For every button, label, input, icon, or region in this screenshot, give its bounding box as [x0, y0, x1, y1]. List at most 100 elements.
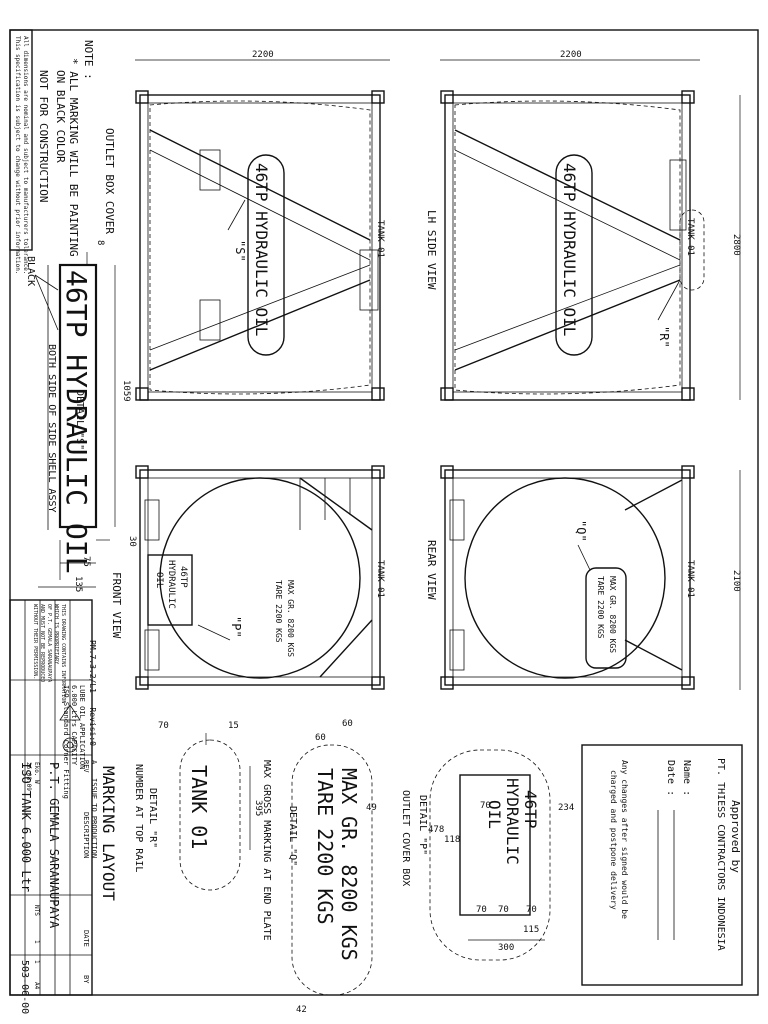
fitting-text: ISO Standard Corner Fitting	[62, 685, 70, 799]
callout-q-leader	[577, 544, 591, 571]
detail-s-label-text: 46TP HYDRAULIC OIL	[60, 270, 93, 573]
approval-box: Approved by PT. THIESS CONTRACTORS INDON…	[581, 744, 743, 986]
left-corner-fitting-tr	[371, 90, 385, 104]
paper-size: A4	[33, 982, 40, 990]
detail-r-group: TANK 01 70 15 395 DETAIL "R" NUMBER AT T…	[133, 721, 263, 891]
right-diagonal-brace-2	[454, 279, 681, 371]
approval-note-line2: charged and postpone delivery	[609, 770, 618, 910]
dim-300: 300	[498, 943, 514, 953]
capacity-text: 6.000 Ltrs CAPACITY	[70, 685, 78, 766]
left-frame-outer	[139, 94, 381, 401]
callout-s: "S"	[233, 240, 247, 262]
rear-lower-brace	[624, 639, 683, 671]
rear-pad-1	[449, 499, 465, 541]
dim-70-p-3: 70	[526, 905, 537, 915]
outlet-box-cover-title: OUTLET BOX COVER	[103, 128, 116, 234]
dim-2200-left: 2200	[252, 50, 274, 60]
issue-text: ISSUE TO PRODUCTION	[90, 778, 98, 858]
right-hydraulic-label-box	[555, 154, 593, 356]
note-marking-line2: ON BLACK COLOR	[54, 70, 67, 163]
right-corner-fitting-tl	[440, 90, 454, 104]
callout-r: "R"	[657, 326, 671, 348]
note-marking-line1: * ALL MARKING WILL BE PAINTING	[67, 58, 80, 257]
rev-a: A	[90, 760, 98, 765]
left-tank-label: TANK 01	[375, 220, 385, 258]
right-corner-fitting-br	[681, 387, 695, 401]
left-corner-fitting-br	[371, 387, 385, 401]
right-outlet-box	[669, 159, 687, 231]
left-pad-2	[199, 299, 221, 341]
date-header: DATE	[82, 930, 90, 947]
left-corner-fitting-bl	[135, 387, 149, 401]
dim-1059: 1059	[121, 380, 131, 402]
spec-note-line1: This specification is subject to change …	[14, 36, 21, 274]
right-diagonal-brace-2b	[454, 264, 681, 351]
right-frame-inner	[452, 102, 683, 393]
approval-note-line1: Any changes after signed would be	[620, 760, 629, 919]
right-frame-outer	[444, 94, 691, 401]
rear-corner-bl	[440, 676, 454, 690]
right-tank-label: TANK 01	[685, 218, 695, 256]
front-tank-circle	[159, 477, 361, 679]
dim-49: 49	[366, 803, 377, 813]
front-corner-tl	[135, 465, 149, 479]
notes-heading: NOTE :	[82, 40, 95, 80]
rear-gross-label-box	[585, 567, 627, 669]
right-diagonal-brace-1	[454, 129, 681, 241]
drawing-title: MARKING LAYOUT	[99, 766, 118, 901]
detail-p-cover-box	[459, 774, 531, 916]
front-max-gr: MAX GR. 8200 KGS	[286, 580, 295, 657]
right-tank-label-oval	[679, 209, 705, 291]
confidential-line2: WHICH IS PROPRIETARY	[53, 604, 59, 664]
spec-note-box	[9, 29, 33, 251]
approval-frame	[581, 744, 743, 986]
title-block-frame	[9, 599, 93, 996]
front-tare: TARE 2200 KGS	[274, 580, 283, 643]
front-corner-tr	[371, 465, 385, 479]
rear-tank-circle	[464, 477, 666, 679]
left-diagonal-brace-2	[149, 279, 371, 371]
rear-corner-br	[681, 676, 695, 690]
sheet-border	[9, 29, 759, 996]
dim-8: 8	[95, 240, 105, 245]
dim-478: 478	[428, 825, 444, 835]
drawn-date: 26.08.09	[25, 762, 32, 791]
front-ladder-rail-1	[299, 477, 373, 531]
detail-q-tare: TARE 2200 KGS	[313, 768, 337, 925]
not-for-construction-note: NOT FOR CONSTRUCTION	[37, 70, 50, 202]
detail-r-subtitle: NUMBER AT TOP RAIL	[133, 764, 144, 872]
right-corner-fitting-bl	[440, 387, 454, 401]
left-outlet-box	[359, 249, 379, 311]
left-tank-shell	[149, 100, 371, 395]
detail-p-46tp: 46TP	[521, 790, 540, 829]
detail-p-oval	[429, 749, 551, 961]
confidential-line4: AND MUST NOT BE REPRODUCED	[39, 604, 45, 682]
dim-395: 395	[253, 800, 263, 816]
dim-115: 115	[523, 925, 539, 935]
dim-234: 234	[558, 803, 574, 813]
dim-70-p-1: 70	[476, 905, 487, 915]
title-block: THIS DRAWING CONTAINS INFORMATION WHICH …	[9, 599, 118, 1014]
detail-q-max-gr: MAX GR. 8200 KGS	[337, 768, 361, 961]
callout-q: "Q"	[574, 520, 588, 542]
black-leader-2	[34, 274, 59, 291]
detail-s-title: DETAIL "S"	[74, 390, 85, 450]
detail-r-title: DETAIL "R"	[147, 788, 158, 848]
detail-s-label-plate	[58, 263, 98, 529]
application-text: LUBE OIL APPLICATION	[78, 685, 86, 769]
left-diagonal-brace-1b	[149, 149, 371, 261]
side-view-right: 2200 2800 46TP HYDRAULIC OIL TANK 01 "R"…	[425, 50, 741, 401]
dim-60-a: 60	[315, 733, 326, 743]
confidential-line1: THIS DRAWING CONTAINS INFORMATION	[60, 604, 66, 703]
callout-r-leader	[657, 279, 681, 321]
detail-p-hydraulic: HYDRAULIC	[503, 778, 522, 865]
rear-view-title: REAR VIEW	[425, 540, 438, 600]
front-pad-2	[144, 629, 160, 671]
detail-q-title: DETAIL "Q"	[287, 806, 298, 866]
rear-frame-inner	[452, 477, 683, 678]
rear-corner-tl	[440, 465, 454, 479]
scale-value: NTS	[33, 905, 40, 916]
front-lower-brace	[319, 619, 373, 678]
front-label-oil: OIL	[154, 572, 164, 588]
product-name: ISO TANK 6.000 Ltr	[19, 762, 33, 892]
